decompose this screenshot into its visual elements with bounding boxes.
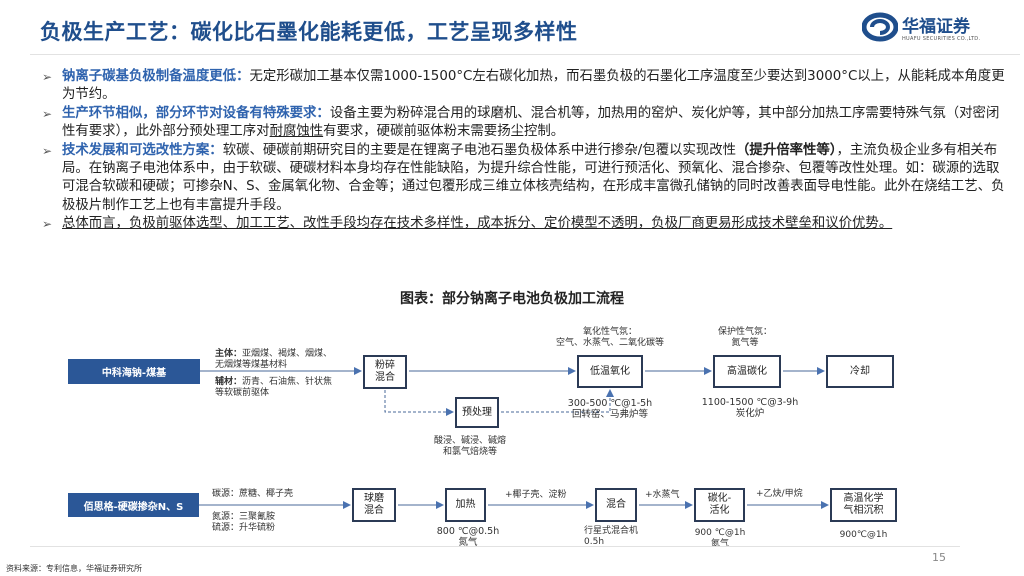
main-material-note: 主体：亚烟煤、褐煤、烟煤、无烟煤等煤基材料 <box>215 349 335 371</box>
bullet-text: 设备主要为粉碎混合用的球磨机、混合机等，加热用的窑炉、炭化炉等，其中部分加热工序… <box>62 105 1000 140</box>
sulfur-source-note: 硫源：升华硫粉 <box>212 523 276 533</box>
bullet-heading: 技术发展和可选改性方案： <box>62 142 223 158</box>
activation-condition-note: 900 ℃@1h 氮气 <box>694 528 746 549</box>
source-box-hard-carbon: 佰思格-硬碳掺杂N、S <box>68 493 199 517</box>
pretreat-note: 酸浸、碱浸、碱熔和氯气焙烧等 <box>433 436 506 457</box>
protect-atmosphere-note: 保护性气氛： 氮气等 <box>717 327 772 348</box>
carbon-source-note: 碳源：蔗糖、椰子壳 <box>212 489 294 499</box>
step-carbonize-activate: 碳化-活化 <box>694 488 745 522</box>
bullet-item: ➢ 技术发展和可选改性方案：软碳、硬碳前期研究目的主要是在锂离子电池石墨负极体系中… <box>40 142 1010 216</box>
arrow-bullet-icon: ➢ <box>42 217 53 232</box>
oxidation-condition-note: 300-500 ℃@1-5h 回转窑、马弗炉等 <box>567 398 653 420</box>
bullet-item: ➢ 总体而言，负极前驱体选型、加工工艺、改性手段均存在技术多样性，成本拆分、定价模… <box>40 215 1010 233</box>
bullet-text: ，主流负极企业多有相关布局。在钠离子电池体系中，由于软碳、硬碳材料本身均存在性能… <box>62 142 1005 213</box>
arrow-bullet-icon: ➢ <box>42 106 53 121</box>
note-label: 辅材： <box>215 377 243 387</box>
bullet-heading: 生产环节相似，部分环节对设备有特殊要求： <box>62 105 330 121</box>
additive-note: +水蒸气 <box>645 490 680 500</box>
aux-material-note: 辅材：沥青、石油焦、针状焦等软碳前驱体 <box>215 377 335 399</box>
footer-divider <box>30 546 960 547</box>
source-box-coal: 中科海钠-煤基 <box>68 359 200 384</box>
company-logo: 华福证券 HUAFU SECURITIES CO.,LTD. <box>862 10 1012 50</box>
step-heating: 加热 <box>445 488 486 522</box>
step-pretreat: 预处理 <box>455 397 499 428</box>
bullet-bold-text: （提升倍率性等） <box>736 142 837 158</box>
step-crush-mix: 粉碎混合 <box>363 355 407 389</box>
additive-note: +椰子壳、淀粉 <box>505 490 567 500</box>
bullet-list: ➢ 钠离子碳基负极制备温度更低：无定形碳加工基本仅需1000-1500°C左右碳化… <box>40 68 1010 234</box>
arrow-bullet-icon: ➢ <box>42 70 53 84</box>
chart-title: 图表：部分钠离子电池负极加工流程 <box>400 291 624 307</box>
bullet-text: 无定形碳加工基本仅需1000-1500°C左右碳化加热，而石墨负极的石墨化工序温… <box>62 69 1005 103</box>
step-high-temp-carbonization: 高温碳化 <box>713 355 781 388</box>
step-mixing: 混合 <box>595 488 637 522</box>
additive-note: +乙炔/甲烷 <box>756 489 803 499</box>
logo-swirl-icon <box>862 12 898 42</box>
step-ball-mill-mix: 球磨混合 <box>352 488 396 522</box>
bullet-heading: 钠离子碳基负极制备温度更低： <box>62 69 250 84</box>
nitrogen-source-note: 氮源：三聚氰胺 <box>212 512 276 522</box>
source-note: 资料来源：专利信息，华福证券研究所 <box>6 564 142 573</box>
step-cvd: 高温化学气相沉积 <box>830 488 897 522</box>
step-low-temp-oxidation: 低温氧化 <box>577 355 643 388</box>
page-number: 15 <box>932 551 946 564</box>
heating-condition-note: 800 ℃@0.5h 氮气 <box>436 526 500 548</box>
title-divider <box>30 54 1020 55</box>
bullet-text: 有要求，硬碳前驱体粉末需要扬尘控制。 <box>323 124 565 140</box>
note-label: 主体： <box>215 349 243 359</box>
bullet-item: ➢ 钠离子碳基负极制备温度更低：无定形碳加工基本仅需1000-1500°C左右碳化… <box>40 68 1010 105</box>
note-text: 沥青、石油焦、针状焦等软碳前驱体 <box>215 377 333 398</box>
carbonization-condition-note: 1100-1500 ℃@3-9h 炭化炉 <box>701 397 799 419</box>
logo-text: 华福证券 <box>902 17 970 37</box>
arrow-bullet-icon: ➢ <box>42 143 53 158</box>
flow-arrow-dashed <box>384 390 454 416</box>
mixing-condition-note: 行星式混合机 0.5h <box>584 526 639 547</box>
bullet-underlined-text: 耐腐蚀性 <box>269 124 324 140</box>
cvd-condition-note: 900℃@1h <box>839 530 888 540</box>
flow-arrow-dashed <box>501 389 614 413</box>
step-cooling: 冷却 <box>826 355 894 388</box>
bullet-text: 总体而言，负极前驱体选型、加工工艺、改性手段均存在技术多样性，成本拆分、定价模型… <box>62 216 893 232</box>
bullet-text: 软碳、硬碳前期研究目的主要是在锂离子电池石墨负极体系中进行掺杂/包覆以实现改性 <box>222 142 737 158</box>
oxidation-atmosphere-note: 氧化性气氛： 空气、水蒸气、二氧化碳等 <box>555 327 664 348</box>
page-title: 负极生产工艺：碳化比石墨化能耗更低，工艺呈现多样性 <box>40 20 578 44</box>
logo-subtext: HUAFU SECURITIES CO.,LTD. <box>902 36 981 42</box>
note-text: 亚烟煤、褐煤、烟煤、无烟煤等煤基材料 <box>215 349 333 370</box>
bullet-item: ➢ 生产环节相似，部分环节对设备有特殊要求：设备主要为粉碎混合用的球磨机、混合机等… <box>40 105 1010 142</box>
